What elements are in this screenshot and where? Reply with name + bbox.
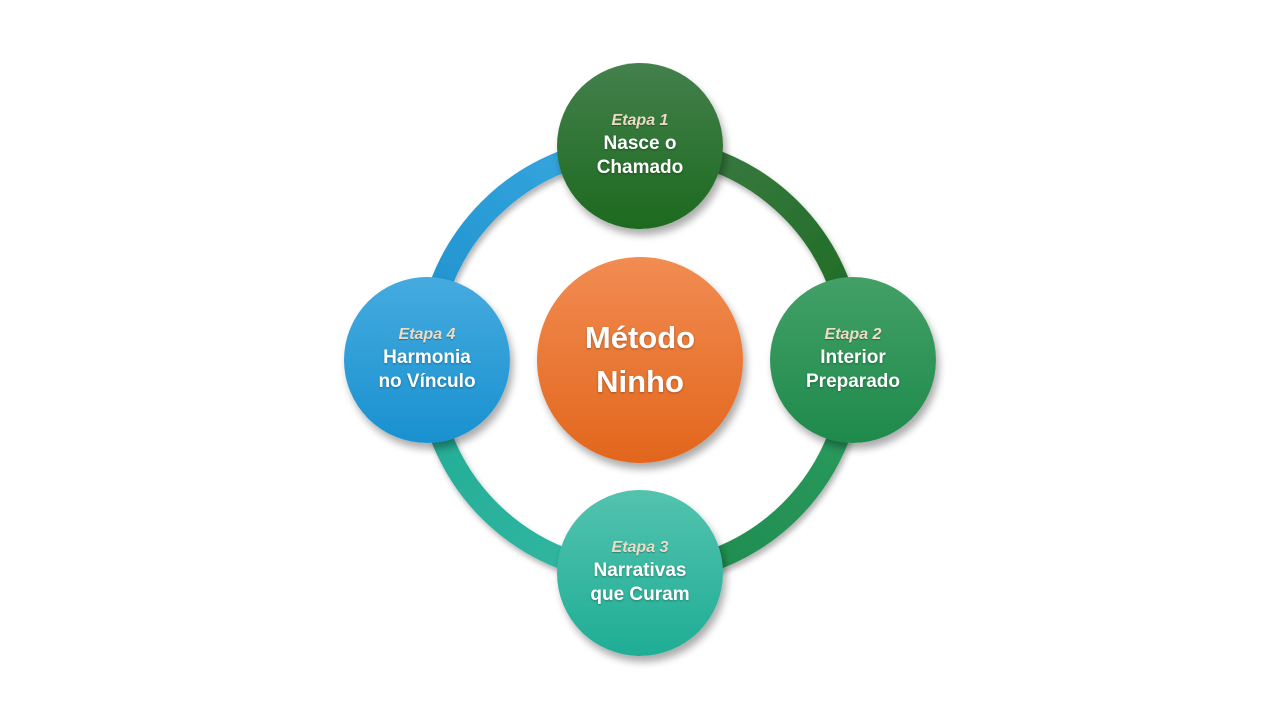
- stage-label: Interior Preparado: [806, 346, 900, 395]
- stage-label-line2: que Curam: [590, 584, 690, 605]
- stage-label-line2: Preparado: [806, 371, 900, 392]
- center-label-line1: Método: [584, 319, 696, 355]
- stage-label: Nasce o Chamado: [597, 132, 684, 181]
- stage-tag: Etapa 3: [611, 538, 669, 556]
- stage-label-line1: Nasce o: [603, 132, 677, 154]
- stage-label-line1: Narrativas: [593, 559, 687, 581]
- stage-circle-etapa-1: Etapa 1 Nasce o Chamado: [557, 63, 723, 229]
- stage-label-line2: Chamado: [596, 157, 684, 178]
- center-circle: Método Ninho: [537, 257, 743, 463]
- stage-label: Harmonia no Vínculo: [378, 346, 475, 395]
- stage-label-line1: Harmonia: [383, 346, 471, 368]
- stage-label-line1: Interior: [820, 346, 886, 368]
- stage-tag: Etapa 4: [398, 325, 456, 343]
- stage-label: Narrativas que Curam: [590, 559, 689, 608]
- center-label: Método Ninho: [585, 316, 695, 404]
- stage-tag: Etapa 1: [611, 111, 669, 129]
- stage-label-line2: no Vínculo: [378, 371, 476, 392]
- stage-circle-etapa-4: Etapa 4 Harmonia no Vínculo: [344, 277, 510, 443]
- stage-circle-etapa-2: Etapa 2 Interior Preparado: [770, 277, 936, 443]
- stage-circle-etapa-3: Etapa 3 Narrativas que Curam: [557, 490, 723, 656]
- stage-tag: Etapa 2: [824, 325, 882, 343]
- center-label-line2: Ninho: [596, 364, 684, 399]
